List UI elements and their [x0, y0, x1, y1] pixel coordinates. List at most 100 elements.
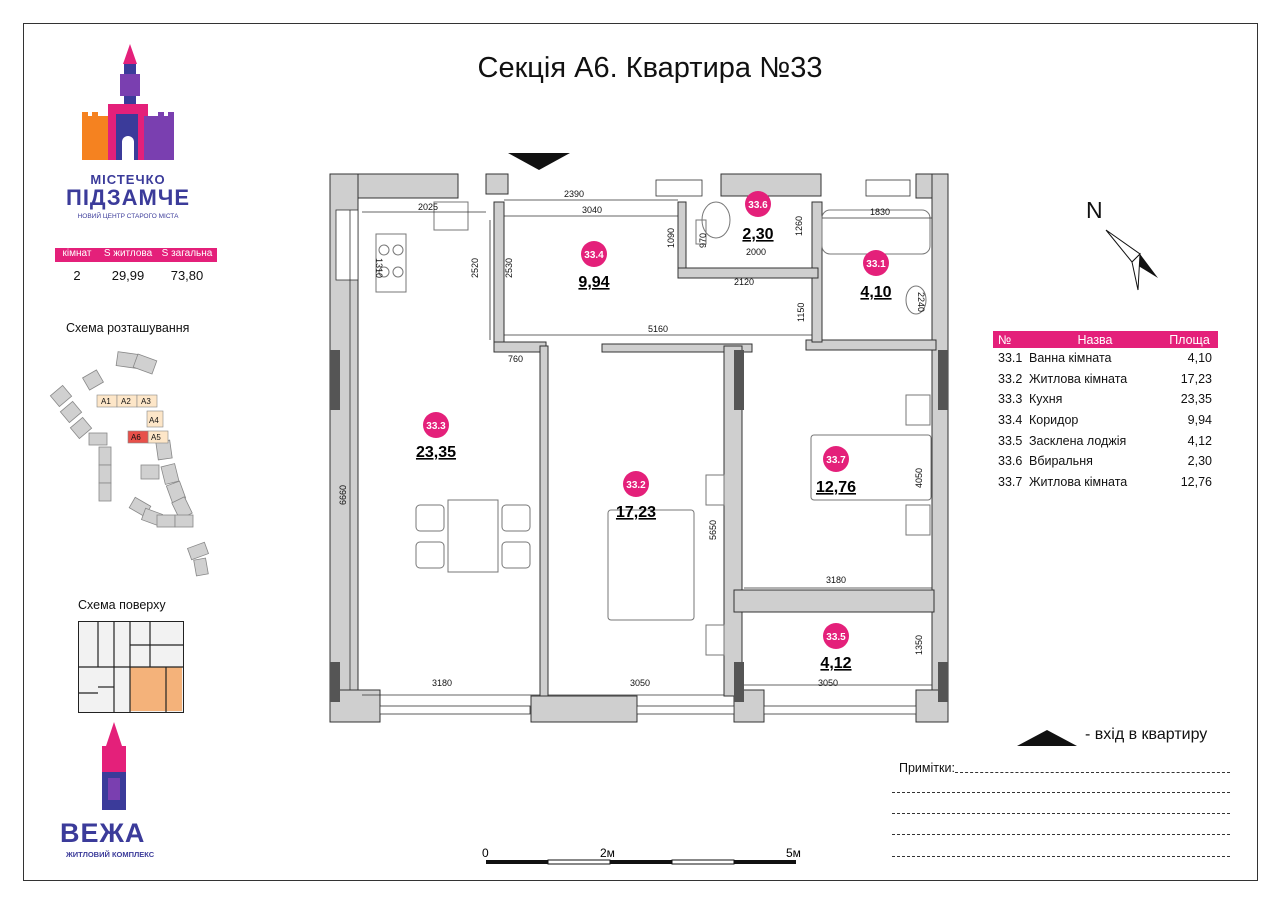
scale-label-5m: 5м: [786, 846, 801, 860]
legend-cell-area: 2,30: [1187, 454, 1212, 469]
brand-tagline: НОВИЙ ЦЕНТР СТАРОГО МІСТА: [77, 213, 179, 220]
stats-header-living: S житлова: [103, 248, 153, 259]
developer-subtitle: ЖИТЛОВИЙ КОМПЛЕКС: [66, 850, 155, 859]
room-33-6-area: 2,30: [742, 226, 773, 243]
section-A4-label: A4: [149, 416, 159, 425]
dim-1260: 1260: [794, 216, 804, 236]
floor-scheme: [78, 621, 184, 713]
legend-cell-name: Житлова кімната: [1029, 474, 1128, 489]
scale-bar: 0 2м 5м: [482, 846, 801, 865]
room-33-6-id: 33.6: [748, 200, 768, 211]
dim-3180-kitchen: 3180: [432, 678, 452, 688]
legend-cell-name: Вбиральня: [1029, 454, 1093, 469]
stats-header-total: S загальна: [161, 248, 213, 259]
dim-3050-bedroom: 3050: [630, 678, 650, 688]
dim-2390: 2390: [564, 189, 584, 199]
legend-row: 33.2 Житлова кімната 17,23: [993, 369, 1218, 390]
brand-line2: ПІДЗАМЧЕ: [66, 185, 190, 210]
legend-cell-area: 17,23: [1180, 371, 1212, 386]
stats-header: кімнат S житлова S загальна: [55, 248, 217, 262]
castle-logo-icon: [82, 44, 174, 160]
brand-line1: МІСТЕЧКО: [90, 172, 166, 187]
legend-cell-area: 9,94: [1187, 413, 1212, 428]
legend-row: 33.7 Житлова кімната 12,76: [993, 472, 1218, 493]
legend-cell-area: 4,12: [1187, 433, 1212, 448]
north-wall-entry: [485, 173, 509, 195]
stats-header-rooms: кімнат: [62, 248, 92, 259]
legend-cell-number: 33.4: [998, 413, 1023, 428]
room-33-3-id: 33.3: [426, 421, 446, 432]
legend-header-number: №: [998, 332, 1012, 347]
dim-2240: 2240: [916, 292, 926, 312]
legend-header-area: Площа: [1169, 332, 1210, 347]
legend-cell-name: Коридор: [1029, 413, 1079, 428]
dim-760: 760: [508, 354, 523, 364]
room-33-2-id: 33.2: [626, 480, 646, 491]
wall-kitchen-top-stub: [493, 341, 547, 353]
dim-6660: 6660: [338, 485, 348, 505]
dim-2520: 2520: [470, 258, 480, 278]
legend-cell-number: 33.6: [998, 454, 1023, 469]
north-arrow-icon: [1105, 229, 1158, 291]
scale-label-0: 0: [482, 846, 489, 860]
floor-scheme-label: Схема поверху: [78, 598, 166, 612]
legend-cell-number: 33.2: [998, 371, 1023, 386]
room-33-1-id: 33.1: [866, 259, 886, 270]
stats-total-value: 73,80: [170, 268, 204, 283]
dim-1310: 1310: [374, 258, 384, 278]
page-frame: [23, 23, 1258, 881]
room-33-2-area: 17,23: [616, 504, 656, 521]
room-33-4-id: 33.4: [584, 250, 604, 261]
dim-4050: 4050: [914, 468, 924, 488]
entry-legend-arrow-icon: [1017, 730, 1077, 746]
wall-wc-left: [677, 201, 687, 279]
stats-living-value: 29,99: [111, 268, 145, 283]
entry-arrow-icon: [508, 153, 570, 170]
room-33-3-area: 23,35: [416, 444, 456, 461]
wall-bath-bedroom: [805, 339, 937, 351]
stats-rooms-value: 2: [73, 268, 81, 283]
dim-3180-bedroom: 3180: [826, 575, 846, 585]
notes-line: [892, 813, 1230, 814]
developer-name: ВЕЖА: [60, 818, 146, 848]
dim-2025: 2025: [418, 202, 438, 212]
dim-2530: 2530: [504, 258, 514, 278]
legend-cell-area: 23,35: [1180, 392, 1212, 407]
location-scheme: A1 A2 A3 A4 A5 A6: [49, 351, 210, 577]
dim-1350: 1350: [914, 635, 924, 655]
legend-row: 33.4 Коридор 9,94: [993, 410, 1218, 431]
dim-5160: 5160: [648, 324, 668, 334]
location-scheme-label: Схема розташування: [66, 321, 190, 335]
legend-row: 33.5 Засклена лоджія 4,12: [993, 430, 1218, 451]
legend-cell-name: Засклена лоджія: [1029, 433, 1127, 448]
dim-2000: 2000: [746, 247, 766, 257]
legend-cell-name: Кухня: [1029, 392, 1063, 407]
room-33-7-id: 33.7: [826, 455, 846, 466]
east-wall: [931, 173, 949, 723]
wall-kitchen-bedroom: [539, 345, 549, 697]
tower-logo-icon: [102, 722, 126, 810]
dim-2120: 2120: [734, 277, 754, 287]
dim-970: 970: [698, 233, 708, 248]
wall-loggia: [733, 589, 935, 613]
notes-line: [892, 856, 1230, 857]
room-legend: № Назва Площа 33.1 Ванна кімната 4,10 33…: [993, 331, 1218, 492]
room-33-1-area: 4,10: [860, 284, 891, 301]
south-wall-mid: [530, 695, 638, 723]
section-A3-label: A3: [141, 397, 151, 406]
dim-3040: 3040: [582, 205, 602, 215]
room-33-4-area: 9,94: [578, 274, 609, 291]
notes-line: [955, 772, 1230, 773]
legend-cell-number: 33.7: [998, 474, 1023, 489]
dim-5650: 5650: [708, 520, 718, 540]
section-A1-label: A1: [101, 397, 111, 406]
legend-header: № Назва Площа: [993, 331, 1218, 348]
wall-wc-bottom: [677, 267, 819, 279]
legend-row: 33.1 Ванна кімната 4,10: [993, 348, 1218, 369]
room-33-7-area: 12,76: [816, 479, 856, 496]
notes-line: [892, 834, 1230, 835]
scale-label-2m: 2м: [600, 846, 615, 860]
dim-1090: 1090: [666, 228, 676, 248]
legend-cell-number: 33.3: [998, 392, 1023, 407]
legend-row: 33.3 Кухня 23,35: [993, 389, 1218, 410]
